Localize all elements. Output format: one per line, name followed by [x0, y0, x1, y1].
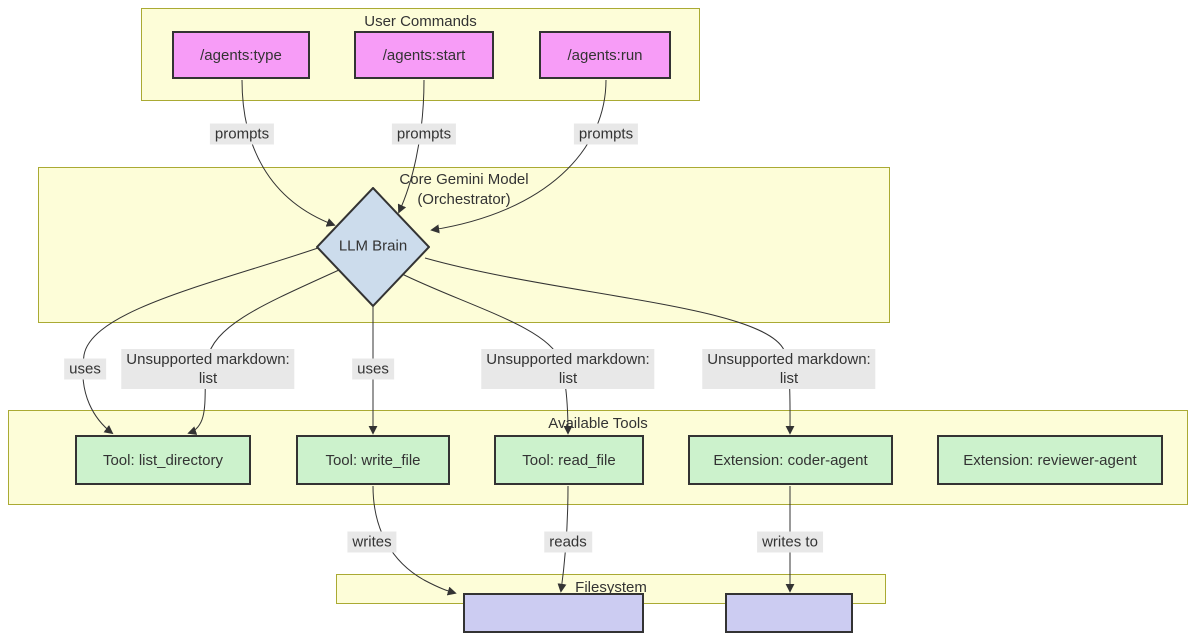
edge-label-prompts-2: prompts [391, 123, 457, 145]
node-agents-type: /agents:type [172, 31, 310, 79]
node-label: Tool: read_file [522, 451, 616, 469]
subgraph-title-line1: Core Gemini Model [399, 171, 529, 188]
edge-label-unsupported-markdown-3: Unsupported markdown: list [702, 349, 876, 389]
edge-label-prompts-3: prompts [573, 123, 639, 145]
edge-label-line2: list [558, 370, 578, 387]
node-agents-start: /agents:start [354, 31, 494, 79]
edge-label-writes-to: writes to [757, 531, 823, 553]
node-extension-reviewer-agent: Extension: reviewer-agent [937, 435, 1163, 485]
subgraph-title-line2: (Orchestrator) [417, 191, 511, 208]
edge-label-unsupported-markdown-1: Unsupported markdown: list [121, 349, 295, 389]
node-agents-run: /agents:run [539, 31, 671, 79]
flowchart-diagram: User Commands Core Gemini Model (Orchest… [8, 8, 1188, 633]
subgraph-title: User Commands [364, 13, 477, 30]
subgraph-title: Filesystem [575, 579, 647, 596]
subgraph-title: Core Gemini Model (Orchestrator) [39, 170, 889, 210]
node-label: /agents:start [382, 46, 466, 64]
node-extension-coder-agent: Extension: coder-agent [688, 435, 893, 485]
edge-label-line1: Unsupported markdown: [126, 351, 290, 368]
node-llm-brain: LLM Brain [338, 237, 408, 255]
edge-label-line2: list [198, 370, 218, 387]
node-filesystem-file-1 [463, 593, 644, 633]
node-tool-list-directory: Tool: list_directory [75, 435, 251, 485]
node-tool-read-file: Tool: read_file [494, 435, 644, 485]
edge-label-line1: Unsupported markdown: [486, 351, 650, 368]
edge-label-line1: Unsupported markdown: [707, 351, 871, 368]
subgraph-title: Available Tools [548, 415, 648, 432]
edge-label-uses-2: uses [352, 358, 394, 380]
node-filesystem-file-2 [725, 593, 853, 633]
node-label: Extension: reviewer-agent [963, 451, 1137, 469]
edge-label-unsupported-markdown-2: Unsupported markdown: list [481, 349, 655, 389]
node-tool-write-file: Tool: write_file [296, 435, 450, 485]
node-label: /agents:type [200, 46, 282, 64]
edge-label-prompts-1: prompts [209, 123, 275, 145]
edge-label-line2: list [779, 370, 799, 387]
edge-label-writes: writes [347, 531, 397, 553]
edge-label-uses-1: uses [64, 358, 106, 380]
node-label: Extension: coder-agent [713, 451, 868, 469]
node-label: Tool: list_directory [102, 451, 224, 469]
node-label: /agents:run [567, 46, 643, 64]
subgraph-core-gemini-model: Core Gemini Model (Orchestrator) [38, 167, 890, 323]
edge-label-reads: reads [544, 531, 592, 553]
node-label: Tool: write_file [325, 451, 421, 469]
